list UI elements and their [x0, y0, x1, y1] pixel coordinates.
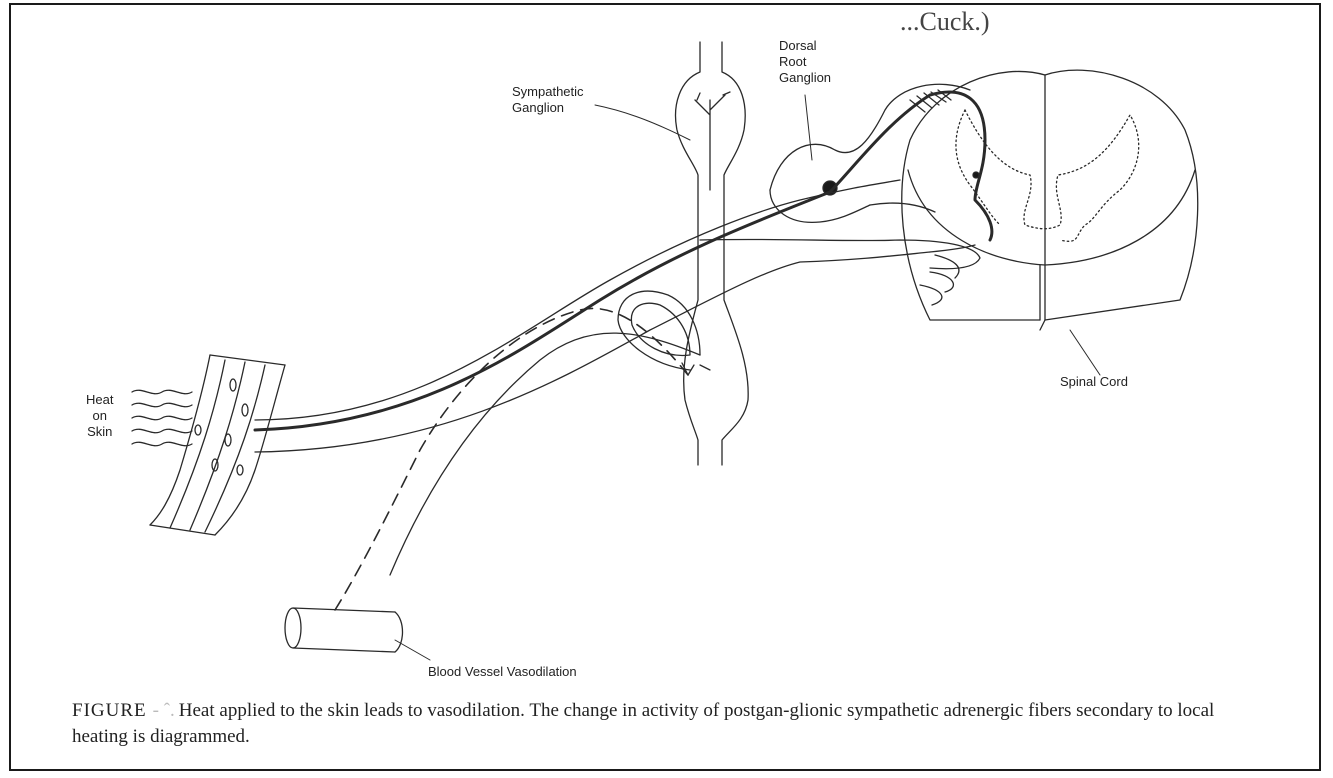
label-blood-vessel: Blood Vessel Vasodilation [428, 664, 577, 680]
spinal-cord-leader [1070, 330, 1100, 375]
dorsal-root-ganglion [770, 84, 970, 222]
caption-text: Heat applied to the skin leads to vasodi… [72, 700, 1214, 747]
sensory-fiber [255, 92, 992, 430]
skin-patch [150, 355, 285, 535]
nerve-upper [255, 180, 900, 420]
ventral-root [700, 239, 980, 305]
vessel-leader [395, 640, 430, 660]
blood-vessel [285, 608, 403, 652]
caption-figure-number: - ˆ. [153, 700, 175, 721]
label-spinal-cord: Spinal Cord [1060, 374, 1128, 390]
label-dorsal-root-ganglion: Dorsal Root Ganglion [779, 38, 831, 86]
caption-figure-word: FIGURE [72, 700, 147, 721]
diagram: ...Cuck.) [0, 0, 1333, 700]
label-heat-on-skin: Heat on Skin [86, 392, 113, 440]
nerve-lower [255, 252, 930, 452]
top-fragment-text: ...Cuck.) [900, 7, 990, 36]
postganglionic-loop [618, 291, 700, 370]
heat-waves [132, 390, 192, 445]
figure-caption: FIGURE - ˆ.Heat applied to the skin leads… [72, 698, 1252, 750]
drg-leader [805, 95, 812, 160]
label-sympathetic-ganglion: Sympathetic Ganglion [512, 84, 584, 116]
